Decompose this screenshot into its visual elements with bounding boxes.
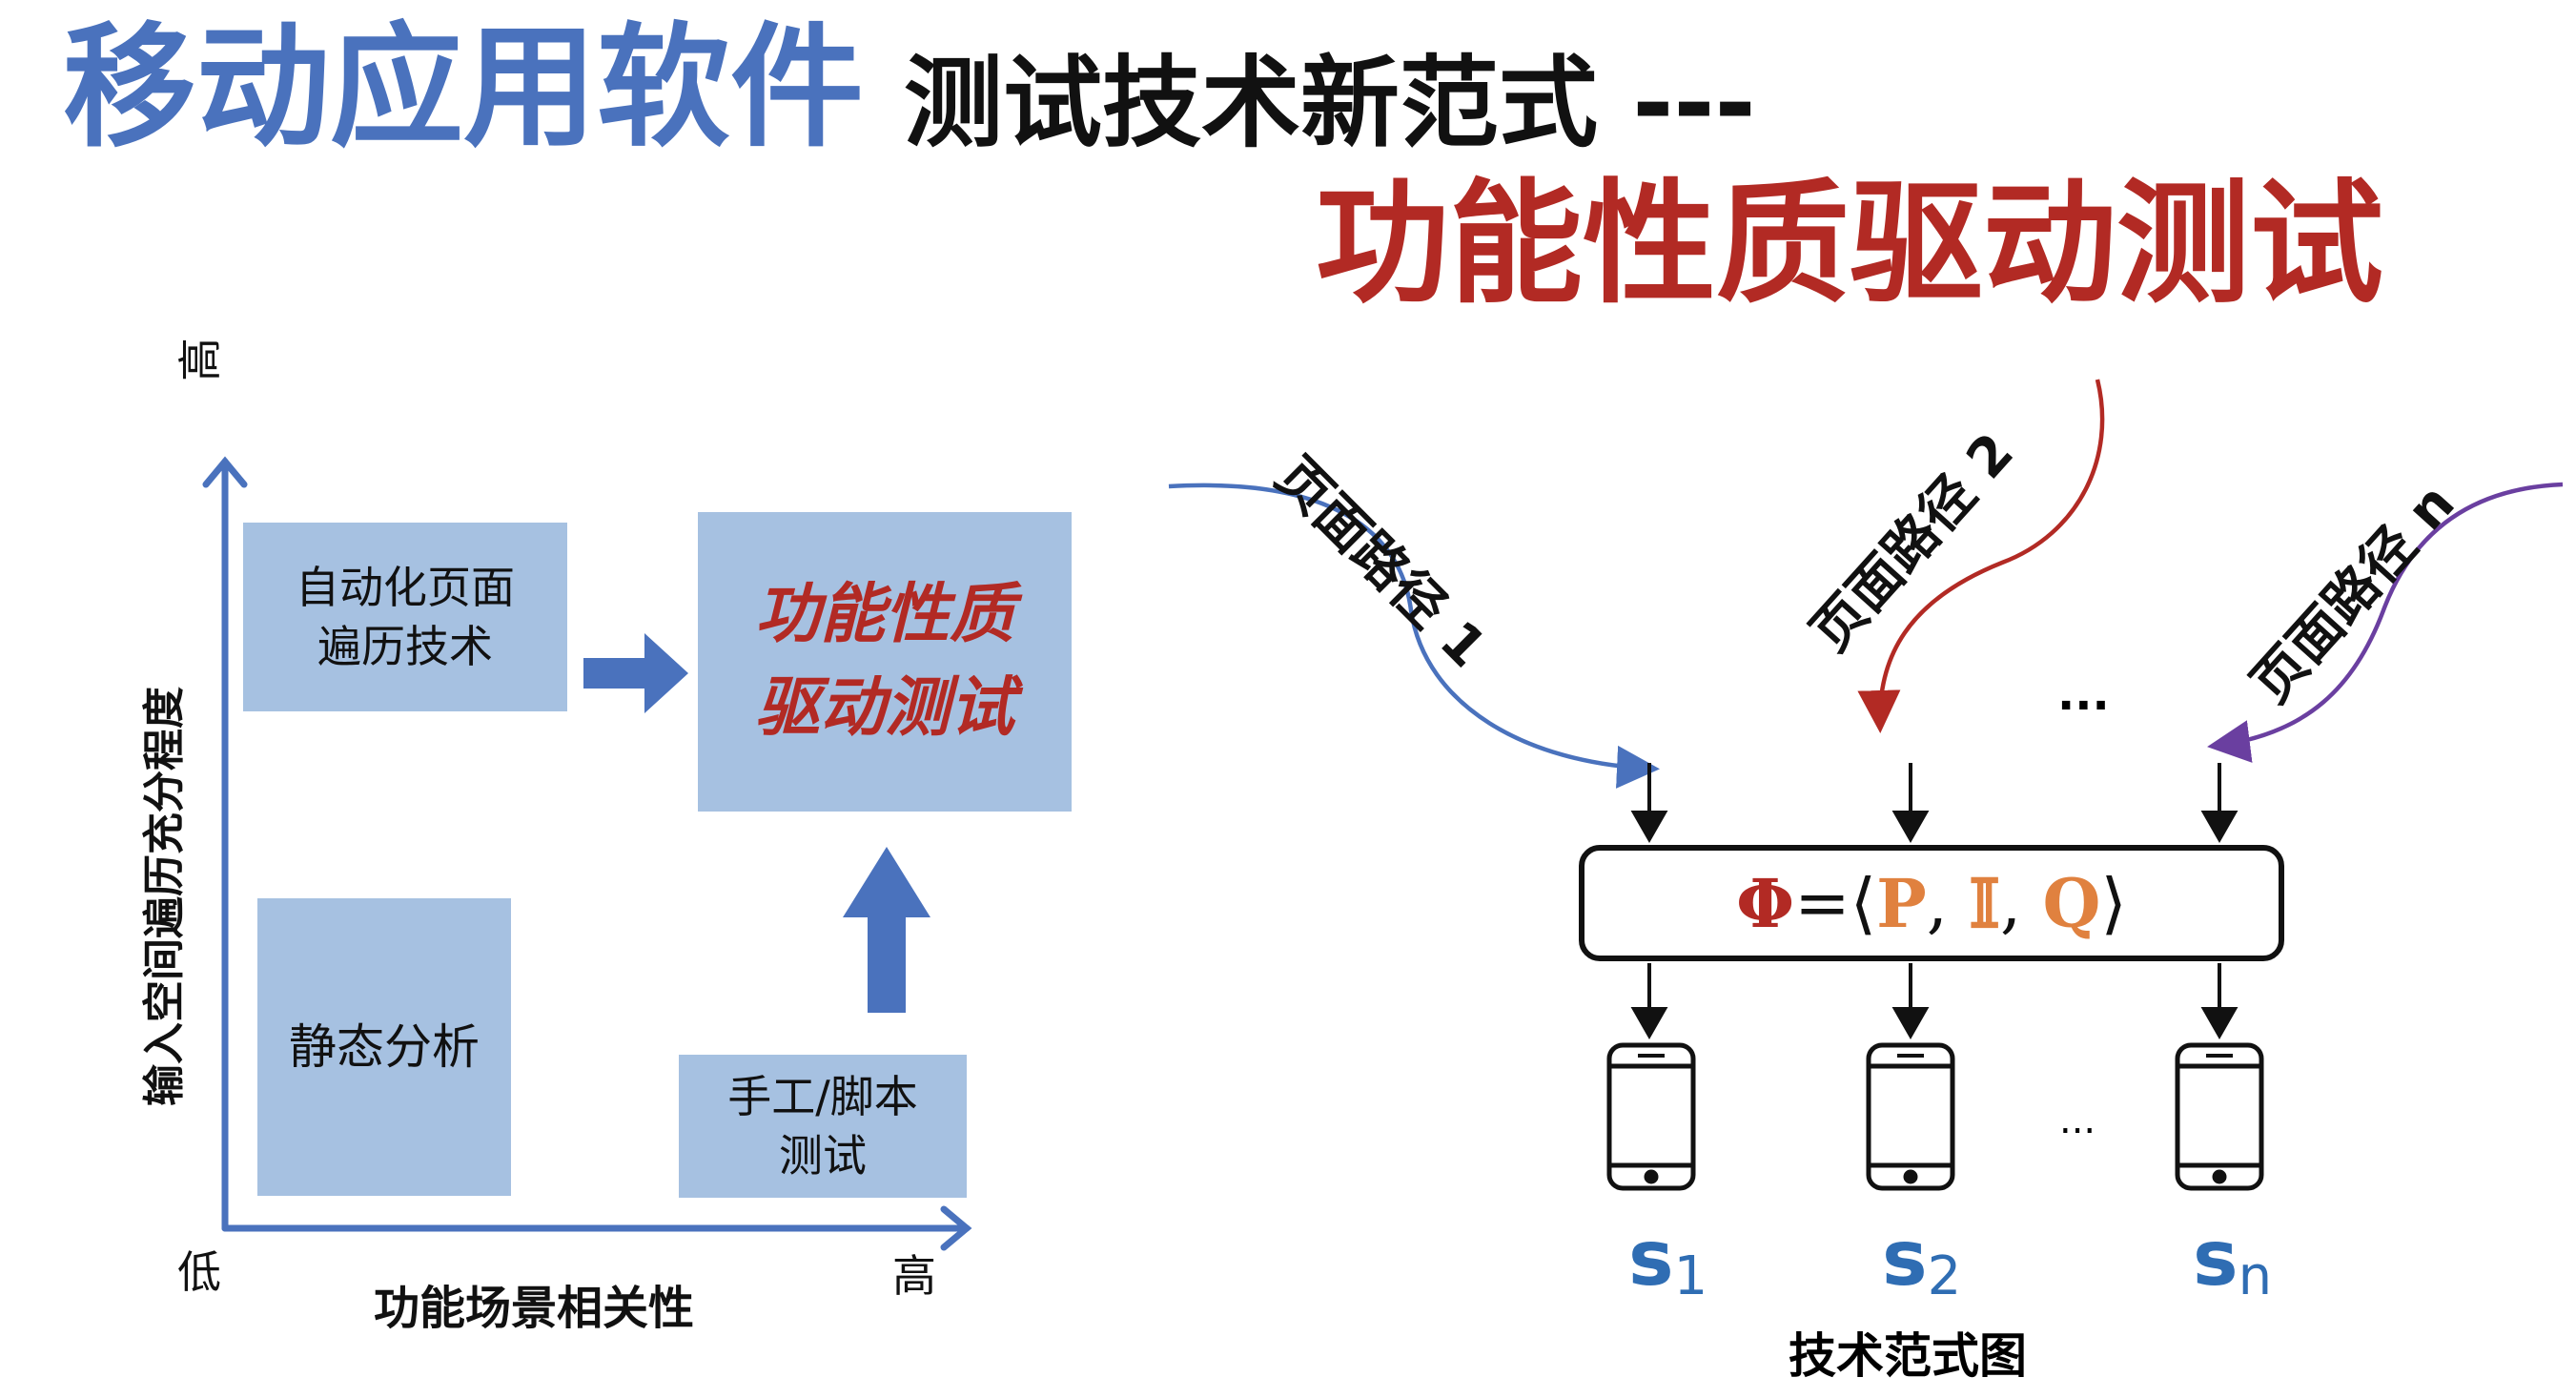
page-path-1-curve (1168, 483, 1660, 789)
page-path-n-curve (2207, 482, 2564, 763)
formula-sep-1: , (1926, 864, 1970, 942)
x-axis-title: 功能场景相关性 (374, 1282, 695, 1335)
formula-i: 𝕀 (1969, 863, 2001, 943)
page-path-2-curve (1857, 379, 2105, 733)
smartphone-icon (2175, 1042, 2264, 1191)
up-arrow (843, 847, 930, 1013)
smartphone-icon (1866, 1042, 1955, 1191)
y-axis (202, 456, 248, 1232)
formula-q: Q (2042, 863, 2101, 943)
screen-label-n: sn (2193, 1214, 2273, 1308)
box-property-driven-testing: 功能性质驱动测试 (698, 512, 1072, 812)
formula-sep-2: , (2000, 864, 2043, 942)
x-axis-high-label: 高 (892, 1250, 936, 1302)
title-main-blue: 移动应用软件 (63, 10, 865, 166)
formula-p: P (1876, 863, 1927, 943)
title-main-black: 测试技术新范式 --- (904, 45, 1756, 161)
x-axis-low-label: 低 (177, 1246, 221, 1298)
property-formula-box: Φ =⟨ P , 𝕀 , Q ⟩ (1579, 845, 2284, 961)
title-subtitle-red: 功能性质驱动测试 (1316, 167, 2384, 322)
formula-eq-open: =⟨ (1794, 864, 1877, 942)
paths-ellipsis: ... (2057, 668, 2110, 721)
screens-ellipsis: ... (2059, 1099, 2096, 1142)
box-auto-page-traversal: 自动化页面遍历技术 (243, 523, 567, 711)
right-arrow (583, 633, 688, 713)
screen-label-2: s2 (1882, 1214, 1962, 1308)
output-arrows (1630, 963, 2239, 1040)
smartphone-icon (1606, 1042, 1696, 1191)
input-arrows (1630, 763, 2239, 844)
diagram-caption: 技术范式图 (1789, 1328, 2027, 1384)
box-manual-script-testing: 手工/脚本测试 (679, 1055, 967, 1198)
box-static-analysis: 静态分析 (257, 898, 511, 1196)
formula-phi: Φ (1736, 863, 1795, 943)
screen-label-1: s1 (1628, 1214, 1708, 1308)
formula-close: ⟩ (2100, 864, 2127, 942)
x-axis (221, 1205, 972, 1251)
